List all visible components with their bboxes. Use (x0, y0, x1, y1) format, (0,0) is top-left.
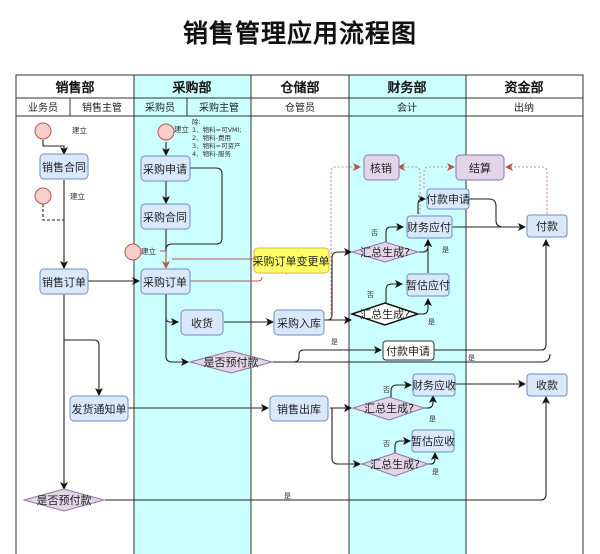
svg-text:2、物料-费用: 2、物料-费用 (192, 133, 231, 142)
svg-text:销售订单: 销售订单 (42, 275, 86, 289)
svg-text:汇总生成?: 汇总生成? (364, 401, 414, 415)
node-sales-contract[interactable]: 销售合同 (39, 153, 89, 180)
node-settle[interactable]: 结算 (455, 154, 505, 181)
label-yes-prepay-request: 是 (331, 338, 338, 346)
role-header-purchase-manager: 采购主管 (199, 101, 239, 114)
node-pay-request-bottom[interactable]: 付款申请 (382, 340, 435, 361)
page-title: 销售管理应用流程图 (182, 19, 417, 48)
svg-text:1、物料=可VMI;: 1、物料=可VMI; (192, 125, 242, 134)
dept-header-treasury: 资金部 (504, 80, 543, 96)
decision-summary-est-ap[interactable]: 汇总生成? (349, 302, 421, 326)
svg-text:采购申请: 采购申请 (143, 162, 187, 176)
node-accounts-payable[interactable]: 财务应付 (406, 215, 453, 239)
role-header-accountant: 会计 (397, 101, 417, 114)
svg-text:4、物料-服务: 4、物料-服务 (192, 149, 231, 158)
start-node-sales (34, 122, 52, 140)
node-estimated-payable[interactable]: 暂估应付 (406, 273, 450, 297)
swimlane-grid (15, 74, 584, 554)
label-yes-ap: 是 (442, 246, 449, 254)
create-label-4: 建立 (141, 246, 156, 256)
node-payment[interactable]: 付款 (526, 214, 568, 238)
node-purchase-in[interactable]: 采购入库 (273, 309, 325, 336)
decision-nodes: 是否预付款 是否预付款 汇总生成? 汇总生成? 汇总生成? 汇总生成? (22, 241, 430, 512)
dept-header-sales: 销售部 (55, 80, 94, 96)
label-yes-est-ar: 是 (432, 468, 439, 476)
svg-text:财务应付: 财务应付 (407, 220, 451, 234)
role-header-warehouse-keeper: 仓管员 (285, 101, 315, 114)
create-label-1: 建立 (72, 125, 87, 135)
svg-text:核销: 核销 (370, 161, 392, 175)
dept-header-warehouse: 仓储部 (279, 80, 319, 96)
node-pay-request-top[interactable]: 付款申请 (426, 188, 470, 210)
svg-text:是否预付款: 是否预付款 (204, 355, 259, 369)
start-node-sales-2 (34, 187, 52, 205)
svg-text:3、物料=可资产: 3、物料=可资产 (192, 141, 241, 150)
svg-text:付款: 付款 (536, 219, 558, 233)
svg-text:汇总生成?: 汇总生成? (360, 307, 410, 321)
dept-header-purchasing: 采购部 (171, 80, 211, 96)
label-yes-ar: 是 (429, 415, 436, 423)
svg-text:付款申请: 付款申请 (386, 344, 430, 358)
node-collection[interactable]: 收款 (526, 373, 568, 397)
svg-text:采购订单变更单: 采购订单变更单 (253, 254, 330, 268)
node-write-off[interactable]: 核销 (363, 154, 400, 181)
node-purchase-request[interactable]: 采购申请 (140, 155, 191, 182)
role-header-sales-manager: 销售主管 (82, 101, 122, 114)
connectors (42, 140, 551, 501)
role-header-buyer: 采购员 (145, 101, 175, 114)
label-yes-est-ap: 是 (428, 318, 435, 326)
decision-summary-est-ar[interactable]: 汇总生成? (360, 452, 430, 477)
node-accounts-receivable[interactable]: 财务应收 (412, 373, 456, 397)
node-purchase-contract[interactable]: 采购合同 (140, 203, 191, 230)
svg-text:销售合同: 销售合同 (42, 160, 86, 174)
svg-text:收款: 收款 (536, 378, 558, 392)
exclusion-note: 除: 1、物料=可VMI; 2、物料-费用 3、物料=可资产 4、物料-服务 (192, 117, 242, 158)
svg-text:暂估应付: 暂估应付 (406, 278, 450, 292)
label-yes-sales-prepay: 是 (284, 492, 291, 500)
svg-text:付款申请: 付款申请 (426, 192, 470, 206)
svg-text:汇总生成?: 汇总生成? (370, 457, 420, 471)
svg-text:发货通知单: 发货通知单 (72, 402, 127, 416)
dept-header-finance: 财务部 (387, 80, 426, 96)
decision-summary-ap[interactable]: 汇总生成? (350, 241, 420, 263)
node-purchase-order[interactable]: 采购订单 (140, 268, 191, 295)
node-delivery-notice[interactable]: 发货通知单 (69, 395, 129, 422)
branch-labels: 否 是 否 是 是 是 否 是 否 是 是 (284, 229, 475, 500)
label-no-est-ap: 否 (367, 291, 374, 299)
start-node-purchase-order (124, 243, 142, 261)
svg-text:汇总生成?: 汇总生成? (360, 245, 410, 259)
node-receive[interactable]: 收货 (180, 309, 224, 336)
start-node-purchase (157, 123, 175, 141)
create-label-2: 建立 (70, 191, 85, 201)
role-header-cashier: 出纳 (514, 101, 534, 114)
svg-text:采购合同: 采购合同 (143, 210, 187, 224)
svg-text:是否预付款: 是否预付款 (37, 493, 92, 507)
decision-summary-ar[interactable]: 汇总生成? (351, 396, 426, 421)
decision-sales-prepay[interactable]: 是否预付款 (22, 488, 106, 512)
svg-text:销售出库: 销售出库 (277, 402, 321, 416)
svg-text:收货: 收货 (191, 316, 213, 330)
label-no-ar: 否 (383, 386, 390, 394)
node-estimated-receivable[interactable]: 暂估应收 (411, 429, 455, 453)
process-nodes: 销售合同 销售订单 发货通知单 采购申请 采购合同 采购订单 采购订单变更单 (39, 153, 568, 453)
role-header-salesperson: 业务员 (28, 101, 58, 114)
svg-text:采购订单: 采购订单 (143, 275, 187, 289)
svg-text:除:: 除: (192, 117, 201, 126)
svg-text:结算: 结算 (469, 161, 491, 175)
node-po-change[interactable]: 采购订单变更单 (253, 247, 330, 274)
node-sales-out[interactable]: 销售出库 (269, 395, 329, 422)
decision-purchase-prepay[interactable]: 是否预付款 (188, 350, 274, 374)
label-no-ap: 否 (371, 229, 378, 237)
create-label-3: 建立 (174, 124, 189, 134)
label-no-est-ar: 否 (383, 440, 390, 448)
svg-text:采购入库: 采购入库 (277, 316, 321, 330)
svg-text:财务应收: 财务应收 (412, 378, 456, 392)
label-yes-prepay-payment: 是 (468, 354, 475, 362)
dashed-connectors (160, 163, 548, 318)
node-sales-order[interactable]: 销售订单 (39, 268, 89, 295)
svg-text:暂估应收: 暂估应收 (411, 434, 455, 448)
